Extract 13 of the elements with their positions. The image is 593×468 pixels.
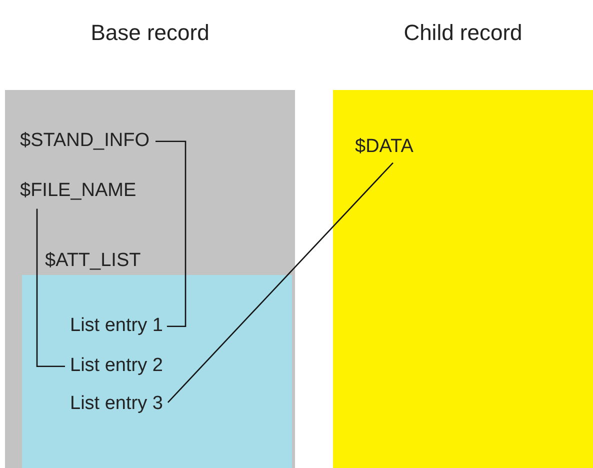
field-name: $DATA xyxy=(355,136,414,159)
list-entry: List entry 3 xyxy=(70,393,163,416)
connector-line xyxy=(156,140,186,328)
field-name: $ATT_LIST xyxy=(45,250,141,273)
list-area xyxy=(22,275,292,468)
connector-line xyxy=(36,208,65,368)
record-heading: Child record xyxy=(402,20,524,46)
list-entry: List entry 2 xyxy=(70,355,163,378)
record-heading: Base record xyxy=(90,20,210,46)
list-entry: List entry 1 xyxy=(70,315,163,338)
field-name: $STAND_INFO xyxy=(20,130,150,153)
connector-line xyxy=(167,162,394,403)
field-name: $FILE_NAME xyxy=(20,180,136,203)
